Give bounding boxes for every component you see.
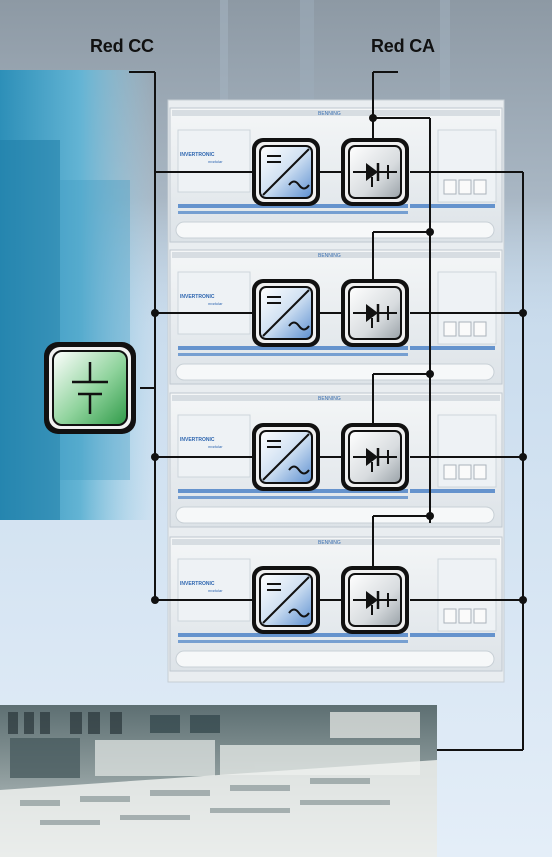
- inverter-dc-ac-icon: [251, 278, 321, 348]
- inverter-dc-ac-icon: [251, 565, 321, 635]
- junction-dot: [426, 228, 434, 236]
- inverter-dc-ac-icon: [251, 137, 321, 207]
- junction-dot: [151, 596, 159, 604]
- junction-dot: [151, 453, 159, 461]
- inverter-dc-ac-icon: [251, 422, 321, 492]
- static-bypass-switch-icon: [340, 137, 410, 207]
- static-bypass-switch-icon: [340, 565, 410, 635]
- junction-dot: [519, 453, 527, 461]
- dc-network-label: Red CC: [90, 36, 154, 57]
- junction-dot: [426, 512, 434, 520]
- junction-dot: [369, 114, 377, 122]
- junction-dot: [519, 596, 527, 604]
- junction-dot: [519, 309, 527, 317]
- static-bypass-switch-icon: [340, 278, 410, 348]
- battery-icon: [42, 340, 138, 436]
- junction-dot: [426, 370, 434, 378]
- ac-network-label: Red CA: [371, 36, 435, 57]
- junction-dot: [151, 309, 159, 317]
- static-bypass-switch-icon: [340, 422, 410, 492]
